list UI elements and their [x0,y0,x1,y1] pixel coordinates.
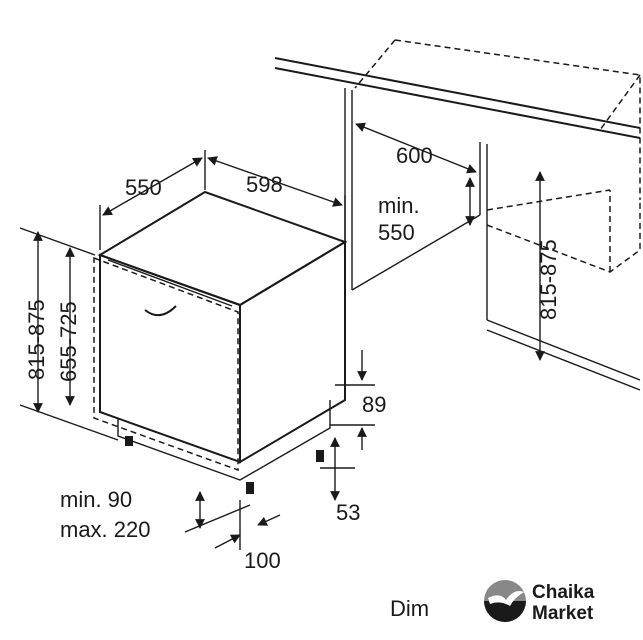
niche-depth-label-2: 550 [378,220,415,245]
niche-width-label: 600 [396,143,433,168]
foot-height-label: 53 [336,500,360,525]
logo-text-line1: Chaika [532,582,595,603]
niche-height-label: 815-875 [536,239,561,320]
dimension-lines [19,122,545,550]
body-height-label: 655-725 [56,301,81,382]
door-handle-icon [144,305,177,317]
total-height-label: 815-875 [24,299,49,380]
plinth-depth-label: 100 [244,548,281,573]
kitchen-niche [274,39,641,391]
logo-text-line2: Market [532,603,594,624]
plinth-max-label: max. 220 [60,517,151,542]
seagull-icon [488,591,524,606]
foot-icon [125,436,133,446]
width-label: 598 [246,172,283,197]
niche-depth-label-1: min. [378,193,420,218]
chaika-market-logo: Chaika Market [484,580,595,624]
foot-offset-label: 89 [362,392,386,417]
depth-label: 550 [125,175,162,200]
caption-dim: Dim [390,596,429,621]
foot-icon [246,482,254,494]
plinth-min-label: min. 90 [60,487,132,512]
foot-icon [316,450,324,462]
dishwasher-body [93,190,348,494]
